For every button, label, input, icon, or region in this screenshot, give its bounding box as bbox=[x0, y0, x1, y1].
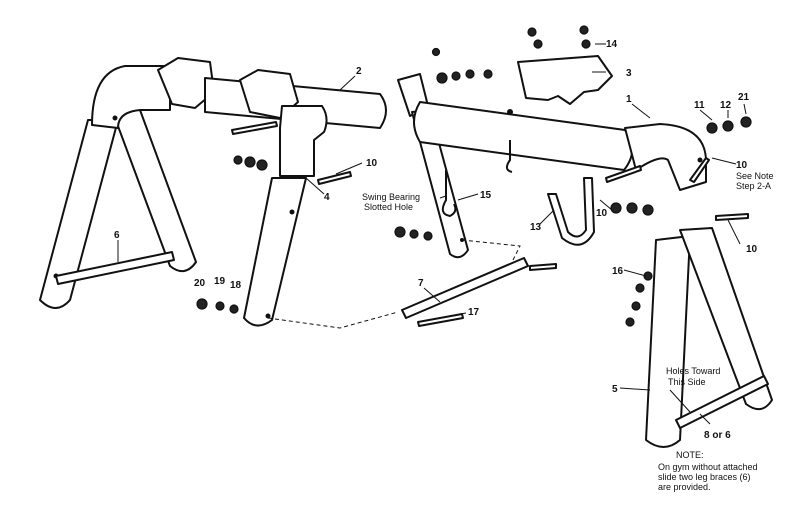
bolt bbox=[689, 157, 710, 183]
center-leg-hole bbox=[289, 209, 295, 215]
left-leg-hole bbox=[112, 115, 118, 121]
center-hook bbox=[506, 140, 513, 173]
nut bbox=[215, 301, 225, 311]
nut bbox=[740, 116, 752, 128]
left-a-frame bbox=[39, 57, 215, 309]
swing-bracket bbox=[517, 55, 613, 105]
right-leg-hole bbox=[697, 157, 703, 163]
center-tee-connector bbox=[279, 105, 328, 177]
nut bbox=[229, 304, 239, 314]
nut bbox=[610, 202, 622, 214]
nut bbox=[643, 271, 653, 281]
nut bbox=[706, 122, 718, 134]
label-part-19: 19 bbox=[214, 276, 226, 287]
angled-strut bbox=[411, 109, 469, 259]
bolt bbox=[231, 121, 278, 135]
left-rear-leg bbox=[111, 109, 197, 273]
center-leg-assembly bbox=[243, 105, 328, 327]
leader-lines bbox=[117, 43, 747, 425]
nut bbox=[581, 39, 591, 49]
nut bbox=[635, 283, 645, 293]
swing-hook bbox=[441, 170, 457, 218]
center-vertical-leg bbox=[243, 177, 307, 327]
bolt bbox=[317, 171, 352, 185]
label-part-2: 2 bbox=[356, 66, 362, 77]
note-swing-bearing-line2: Slotted Hole bbox=[364, 202, 413, 212]
label-part-5: 5 bbox=[612, 384, 618, 395]
nut bbox=[625, 317, 635, 327]
bolt bbox=[605, 165, 642, 183]
top-beam-right bbox=[413, 101, 634, 171]
note-see-step-line2: Step 2-A bbox=[736, 181, 771, 191]
nut bbox=[527, 27, 537, 37]
nut bbox=[631, 301, 641, 311]
label-part-21: 21 bbox=[738, 92, 750, 103]
hardware bbox=[196, 25, 752, 327]
nut bbox=[394, 226, 406, 238]
label-part-3: 3 bbox=[626, 68, 632, 79]
nut bbox=[533, 39, 543, 49]
nut bbox=[409, 229, 419, 239]
label-part-10-a: 10 bbox=[366, 158, 378, 169]
nut bbox=[642, 204, 654, 216]
lower-cross-brace bbox=[401, 257, 529, 319]
label-part-10-d: 10 bbox=[746, 244, 758, 255]
bolt bbox=[715, 213, 749, 221]
label-part-6: 6 bbox=[114, 230, 120, 241]
label-part-7: 7 bbox=[418, 278, 424, 289]
label-part-10-c: 10 bbox=[596, 208, 608, 219]
label-part-15: 15 bbox=[480, 190, 492, 201]
label-part-18: 18 bbox=[230, 280, 242, 291]
nut bbox=[256, 159, 268, 171]
label-part-11: 11 bbox=[694, 100, 705, 111]
label-part-4: 4 bbox=[324, 192, 330, 203]
note-line-3: are provided. bbox=[658, 482, 711, 492]
label-part-17: 17 bbox=[468, 307, 480, 318]
label-part-13: 13 bbox=[530, 222, 542, 233]
note-holes-toward-line2: This Side bbox=[668, 377, 706, 387]
note-line-2: slide two leg braces (6) bbox=[658, 472, 751, 482]
bolt bbox=[529, 263, 557, 271]
nut bbox=[483, 69, 493, 79]
right-elbow-connector bbox=[624, 123, 707, 191]
note-see-step-line1: See Note bbox=[736, 171, 774, 181]
label-part-16: 16 bbox=[612, 266, 624, 277]
nut bbox=[465, 69, 475, 79]
note-line-1: On gym without attached bbox=[658, 462, 758, 472]
note-title: NOTE: bbox=[676, 450, 704, 460]
right-front-leg bbox=[645, 235, 691, 448]
nut bbox=[196, 298, 208, 310]
label-part-10-b: 10 bbox=[736, 160, 748, 171]
bolt bbox=[417, 313, 464, 327]
nut bbox=[579, 25, 589, 35]
nut bbox=[423, 231, 433, 241]
nut bbox=[233, 155, 243, 165]
right-leg-brace bbox=[675, 375, 769, 429]
part-labels: 2 3 14 1 4 10 11 12 21 10 See Note Step … bbox=[114, 39, 774, 492]
assembly-guide-line bbox=[267, 311, 399, 329]
left-front-leg bbox=[39, 119, 119, 309]
nut bbox=[451, 71, 461, 81]
swing-hanger-strut bbox=[397, 73, 469, 259]
left-leg-brace bbox=[55, 251, 175, 285]
label-part-14: 14 bbox=[606, 39, 618, 50]
nut bbox=[431, 47, 441, 57]
assembly-guide-line bbox=[461, 239, 521, 263]
nut bbox=[626, 202, 638, 214]
center-leg-hole-lower bbox=[265, 313, 271, 319]
note-holes-toward-line1: Holes Toward bbox=[666, 366, 720, 376]
u-bolt bbox=[547, 177, 595, 246]
label-part-20: 20 bbox=[194, 278, 206, 289]
nut bbox=[436, 72, 448, 84]
beam-center-hole bbox=[507, 109, 513, 115]
nut bbox=[244, 156, 256, 168]
label-part-8-or-6: 8 or 6 bbox=[704, 430, 731, 441]
note-swing-bearing-line1: Swing Bearing bbox=[362, 192, 420, 202]
label-part-1: 1 bbox=[626, 94, 632, 105]
nut bbox=[722, 120, 734, 132]
right-rear-leg bbox=[679, 227, 773, 411]
label-part-12: 12 bbox=[720, 100, 732, 111]
